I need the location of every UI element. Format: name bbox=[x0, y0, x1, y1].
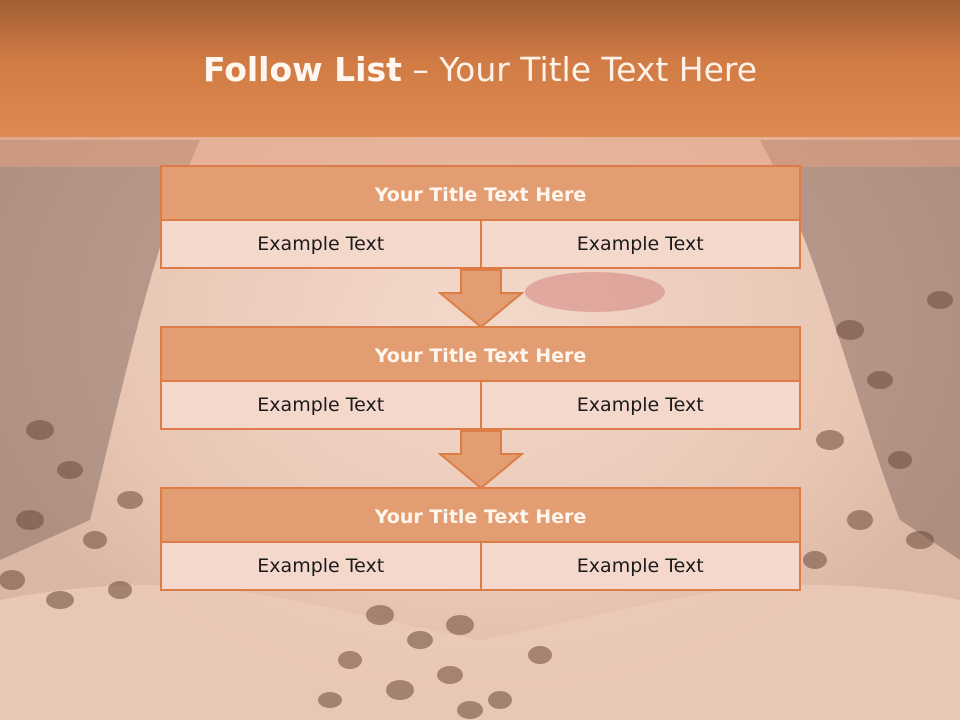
block-title: Your Title Text Here bbox=[160, 165, 801, 221]
block-row: Example Text Example Text bbox=[160, 380, 801, 430]
block-cell-right: Example Text bbox=[479, 380, 801, 430]
down-arrow-icon bbox=[438, 430, 524, 490]
slide-title-rest: – Your Title Text Here bbox=[401, 50, 758, 89]
block-row: Example Text Example Text bbox=[160, 219, 801, 269]
header-bar bbox=[0, 0, 960, 137]
block-title: Your Title Text Here bbox=[160, 326, 801, 382]
block-title: Your Title Text Here bbox=[160, 487, 801, 543]
header-strip bbox=[0, 137, 960, 167]
slide-title-bold: Follow List bbox=[202, 50, 402, 89]
list-block: Your Title Text Here Example Text Exampl… bbox=[160, 487, 801, 591]
list-block: Your Title Text Here Example Text Exampl… bbox=[160, 165, 801, 269]
block-cell-left: Example Text bbox=[160, 380, 482, 430]
slide-title: Follow List – Your Title Text Here bbox=[0, 50, 960, 89]
block-cell-right: Example Text bbox=[479, 219, 801, 269]
block-row: Example Text Example Text bbox=[160, 541, 801, 591]
block-cell-left: Example Text bbox=[160, 219, 482, 269]
list-block: Your Title Text Here Example Text Exampl… bbox=[160, 326, 801, 430]
block-cell-left: Example Text bbox=[160, 541, 482, 591]
down-arrow-icon bbox=[438, 269, 524, 329]
block-cell-right: Example Text bbox=[479, 541, 801, 591]
